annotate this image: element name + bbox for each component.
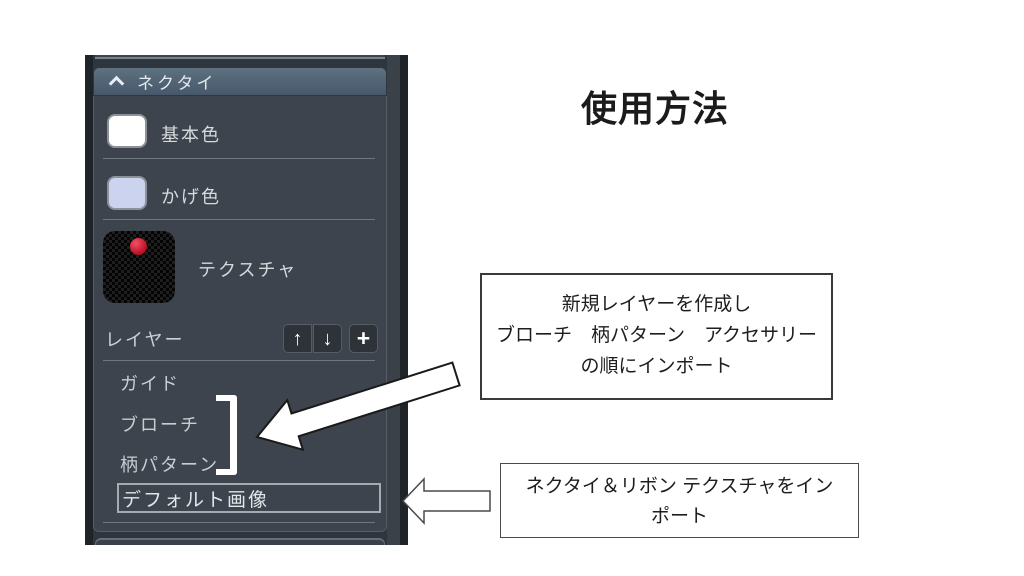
chevron-up-icon <box>108 75 125 92</box>
previous-section-bottom <box>95 55 385 59</box>
layer-item-guide[interactable]: ガイド <box>120 374 180 394</box>
grouping-bracket <box>216 395 237 475</box>
layer-item-default-image[interactable]: デフォルト画像 <box>117 483 381 513</box>
arrow-up-icon: ↑ <box>292 327 303 350</box>
divider <box>103 360 375 361</box>
base-color-label: 基本色 <box>161 125 221 145</box>
next-section-top <box>95 538 385 545</box>
annotation-box-texture: ネクタイ＆リボン テクスチャをイン ポート <box>500 463 859 538</box>
texture-label: テクスチャ <box>198 260 298 280</box>
layer-item-pattern[interactable]: 柄パターン <box>120 455 220 475</box>
annotation-line: ブローチ 柄パターン アクセサリー <box>495 325 818 346</box>
plus-icon: + <box>356 325 371 351</box>
annotation-line: ネクタイ＆リボン テクスチャをイン <box>525 476 834 497</box>
page-title: 使用方法 <box>580 88 729 129</box>
arrow-down-icon: ↓ <box>322 327 333 350</box>
shade-color-swatch[interactable] <box>107 176 147 210</box>
divider <box>103 219 375 220</box>
annotation-line: 新規レイヤーを作成し <box>561 294 752 315</box>
base-color-swatch[interactable] <box>107 114 147 148</box>
divider <box>103 522 375 523</box>
layer-move-up-button[interactable]: ↑ <box>283 324 312 353</box>
layer-label: レイヤー <box>105 330 185 350</box>
layer-item-brooch[interactable]: ブローチ <box>120 415 200 435</box>
layer-add-button[interactable]: + <box>349 324 378 353</box>
texture-thumbnail[interactable] <box>103 231 175 303</box>
annotation-box-layers: 新規レイヤーを作成し ブローチ 柄パターン アクセサリー の順にインポート <box>480 273 833 400</box>
divider <box>103 158 375 159</box>
shade-color-label: かげ色 <box>161 187 221 207</box>
panel-scroll-gutter[interactable] <box>387 55 400 545</box>
texture-red-dot <box>130 238 147 255</box>
layer-move-down-button[interactable]: ↓ <box>313 324 342 353</box>
panel-content: ネクタイ 基本色 かげ色 テクスチャ レイヤー ↑ ↓ + ガイド ブローチ 柄… <box>93 55 387 545</box>
selected-layer-label: デフォルト画像 <box>122 489 270 511</box>
annotation-line: の順にインポート <box>580 356 733 377</box>
section-title: ネクタイ <box>137 73 217 93</box>
panel-left-edge <box>85 55 93 545</box>
annotation-line: ポート <box>650 506 708 527</box>
section-header-necktie[interactable]: ネクタイ <box>93 67 387 96</box>
arrow-to-default-image <box>401 477 491 525</box>
panel-right-edge <box>400 55 408 545</box>
necktie-panel: ネクタイ 基本色 かげ色 テクスチャ レイヤー ↑ ↓ + ガイド ブローチ 柄… <box>85 55 408 545</box>
